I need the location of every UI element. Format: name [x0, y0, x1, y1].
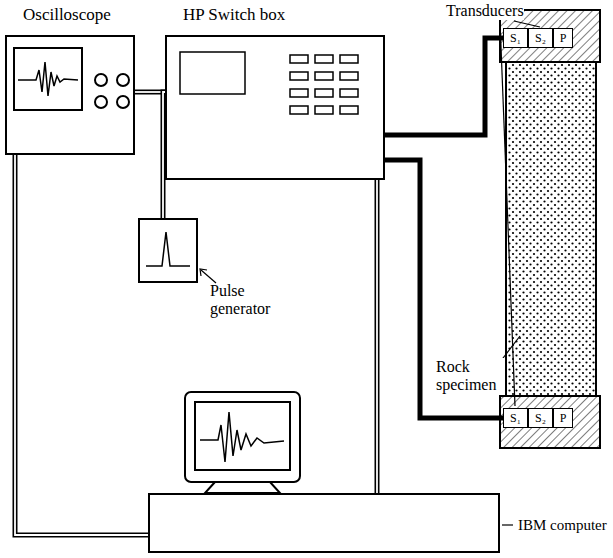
node-text: S₁ [510, 411, 521, 426]
pulse-generator-box: Pulse generator [138, 218, 198, 283]
switch-box-panel [180, 52, 358, 114]
transducer-element: P [553, 408, 573, 428]
oscilloscope-box: Oscilloscope [5, 35, 135, 155]
part-label: Transducers [446, 2, 524, 20]
computer-box: IBM computer [148, 493, 500, 553]
oscilloscope-knobs [95, 74, 129, 108]
signal-cable [377, 180, 378, 493]
node-heading: HP Switch box [183, 6, 285, 25]
node-text: S₁ [510, 31, 521, 46]
node-heading: Oscilloscope [23, 6, 111, 25]
transducer-element: P [553, 28, 573, 48]
transducer-element: S₂ [528, 28, 553, 48]
node-heading: IBM computer [518, 517, 607, 534]
signal-cable [15, 155, 148, 535]
part-label: Rock specimen [436, 358, 504, 393]
transducer-element: S₁ [503, 28, 528, 48]
transducer-element: S₂ [528, 408, 553, 428]
leader-lines [200, 21, 540, 525]
transducer-cable [385, 160, 503, 418]
node-text: S₂ [535, 31, 546, 46]
node-text: P [560, 411, 567, 426]
node-text: P [560, 31, 567, 46]
node-heading: Pulse generator [210, 282, 290, 317]
switch-box: HP Switch box [165, 35, 385, 180]
rock-specimen [500, 10, 600, 448]
oscilloscope-screen [14, 48, 82, 110]
pulse-symbol [146, 232, 190, 266]
node-text: S₂ [535, 411, 546, 426]
transducer-cable [385, 38, 503, 135]
transducer-element: S₁ [503, 408, 528, 428]
computer-monitor [185, 392, 300, 493]
